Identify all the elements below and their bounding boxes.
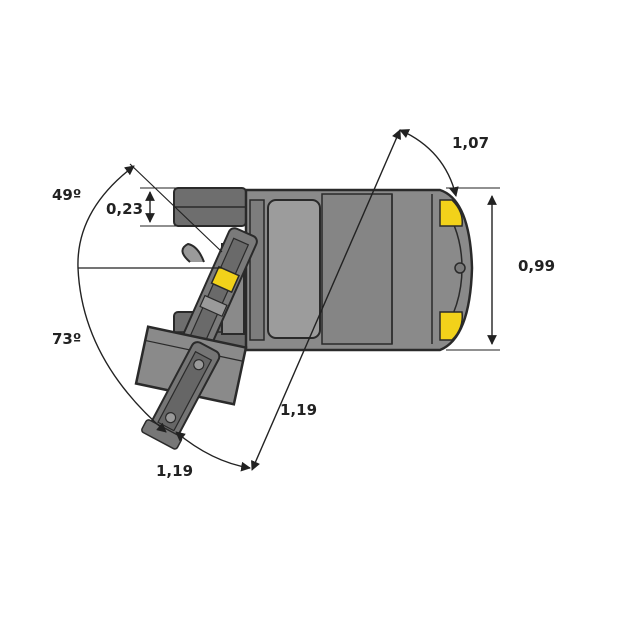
label-top-swing: 1,07 (452, 134, 489, 152)
label-offset-small: 0,23 (106, 200, 143, 218)
cab-panel (321, 193, 393, 345)
arc-left-angles (77, 165, 167, 433)
boom-yellow-cylinder (210, 265, 240, 294)
label-angle-upper: 49º (52, 186, 81, 204)
arc-bottom-swing (175, 431, 251, 472)
light-upper (439, 199, 464, 227)
light-lower (439, 311, 464, 341)
label-angle-lower: 73º (52, 330, 81, 348)
cab-seat (267, 199, 321, 339)
label-diagonal: 1,19 (280, 401, 317, 419)
label-bottom-swing: 1,19 (156, 462, 193, 480)
arc-top-swing (399, 129, 459, 197)
dimension-lines (77, 129, 500, 472)
label-width-right: 0,99 (518, 257, 555, 275)
